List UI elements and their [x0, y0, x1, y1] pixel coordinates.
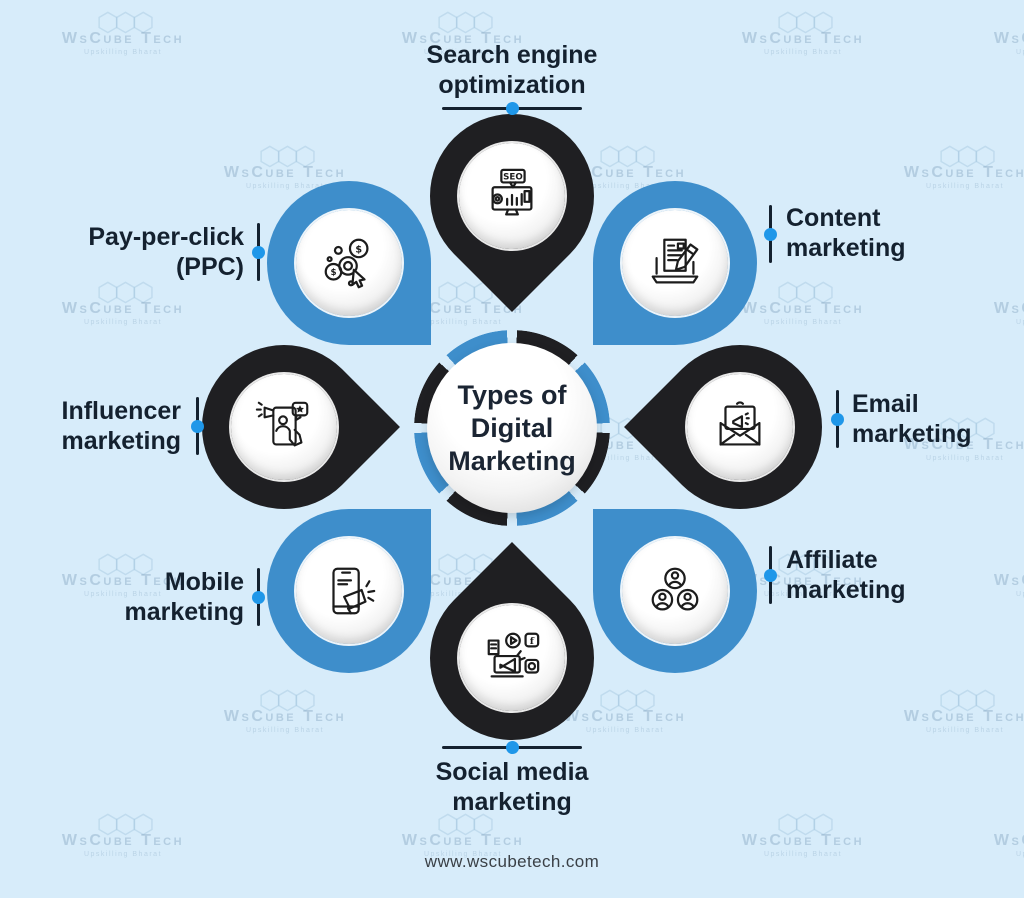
mobile-marketing-icon: [332, 567, 376, 615]
center-circle: Types of Digital Marketing: [427, 343, 597, 513]
watermark-tagline-text: Upskilling Bharat: [83, 49, 163, 56]
watermark-brand-text: WsCube Tech: [741, 832, 865, 849]
watermark-brand-text: WsCube Tech: [993, 572, 1024, 589]
svg-text:SEO: SEO: [503, 173, 523, 183]
label-pay-per-click: Pay-per-click (PPC): [88, 223, 244, 281]
watermark-tagline-text: Upskilling Bharat: [1015, 851, 1024, 858]
email-marketing-icon: [719, 401, 761, 446]
hexagon-pattern-icon: ⬡⬡⬡: [96, 809, 154, 839]
connector-dot-email: [830, 412, 844, 426]
watermark-tagline-text: Upskilling Bharat: [925, 727, 1005, 734]
connector-dot-social: [505, 740, 519, 754]
watermark-tagline-text: Upskilling Bharat: [763, 851, 843, 858]
icon-circle-ppc: $ $: [296, 210, 402, 316]
watermark-brand-text: WsCube Tech: [61, 832, 185, 849]
hexagon-pattern-icon: ⬡⬡⬡: [776, 809, 834, 839]
connector-dot-seo: [505, 101, 519, 115]
watermark-brand-text: WsCube Tech: [401, 832, 525, 849]
watermark-brand-text: WsCube Tech: [223, 708, 347, 725]
affiliate-marketing-icon: [651, 567, 699, 611]
watermark-brand-text: WsCube Tech: [993, 832, 1024, 849]
svg-text:$: $: [330, 268, 336, 278]
connector-dot-content: [763, 227, 777, 241]
watermark-tagline-text: Upskilling Bharat: [925, 455, 1005, 462]
hexagon-pattern-icon: ⬡⬡⬡: [436, 7, 494, 37]
connector-dot-influencer: [190, 419, 204, 433]
watermark-brand-text: WsCube Tech: [993, 300, 1024, 317]
watermark-brand-text: WsCube Tech: [993, 30, 1024, 47]
watermark-brand-text: WsCube Tech: [741, 30, 865, 47]
connector-dot-affiliate: [763, 568, 777, 582]
hexagon-pattern-icon: ⬡⬡⬡: [938, 685, 996, 715]
hexagon-pattern-icon: ⬡⬡⬡: [96, 7, 154, 37]
watermark-tagline-text: Upskilling Bharat: [245, 727, 325, 734]
watermark-tagline-text: Upskilling Bharat: [763, 49, 843, 56]
watermark-brand-text: WsCube Tech: [223, 164, 347, 181]
content-marketing-icon: [651, 238, 699, 284]
icon-circle-mobile: [296, 538, 402, 644]
label-email-marketing: Email marketing: [852, 390, 972, 448]
watermark-tagline-text: Upskilling Bharat: [1015, 319, 1024, 326]
label-search-engine-optimization: Search engine optimization: [426, 41, 598, 99]
hexagon-pattern-icon: ⬡⬡⬡: [96, 277, 154, 307]
watermark-tagline-text: Upskilling Bharat: [1015, 49, 1024, 56]
connector-dot-ppc: [251, 245, 265, 259]
social-media-marketing-icon: f: [487, 632, 540, 678]
icon-circle-email: [687, 374, 793, 480]
hexagon-pattern-icon: ⬡⬡⬡: [938, 141, 996, 171]
watermark-tagline-text: Upskilling Bharat: [1015, 591, 1024, 598]
watermark-tagline-text: Upskilling Bharat: [83, 851, 163, 858]
hexagon-pattern-icon: ⬡⬡⬡: [776, 7, 834, 37]
influencer-marketing-icon: [255, 401, 309, 447]
svg-text:$: $: [355, 244, 362, 255]
icon-circle-influencer: [231, 374, 337, 480]
icon-circle-seo: SEO: [459, 143, 565, 249]
watermark-brand-text: WsCube Tech: [61, 300, 185, 317]
label-mobile-marketing: Mobile marketing: [124, 568, 244, 626]
icon-circle-content: [622, 210, 728, 316]
hexagon-pattern-icon: ⬡⬡⬡: [950, 556, 1024, 572]
label-influencer-marketing: Influencer marketing: [61, 397, 181, 455]
watermark-brand-text: WsCube Tech: [903, 164, 1024, 181]
label-content-marketing: Content marketing: [786, 204, 906, 262]
icon-circle-affiliate: [622, 538, 728, 644]
footer-website-url: www.wscubetech.com: [424, 852, 600, 871]
watermark-tagline-text: Upskilling Bharat: [925, 183, 1005, 190]
connector-dot-mobile: [251, 590, 265, 604]
hexagon-pattern-icon: ⬡⬡⬡: [950, 816, 1024, 832]
hexagon-pattern-icon: ⬡⬡⬡: [950, 14, 1024, 30]
svg-text:f: f: [530, 636, 535, 647]
watermark-brand-text: WsCube Tech: [61, 30, 185, 47]
ppc-icon: $ $: [324, 238, 369, 289]
page-title: Types of Digital Marketing: [448, 379, 576, 476]
watermark-brand-text: WsCube Tech: [903, 708, 1024, 725]
hexagon-pattern-icon: ⬡⬡⬡: [258, 141, 316, 171]
hexagon-pattern-icon: ⬡⬡⬡: [258, 685, 316, 715]
hexagon-pattern-icon: ⬡⬡⬡: [436, 809, 494, 839]
hexagon-pattern-icon: ⬡⬡⬡: [950, 284, 1024, 300]
seo-icon: SEO: [491, 168, 533, 216]
icon-circle-social: f: [459, 605, 565, 711]
watermark-tagline-text: Upskilling Bharat: [83, 319, 163, 326]
label-affiliate-marketing: Affiliate marketing: [786, 546, 906, 604]
label-social-media-marketing: Social media marketing: [435, 758, 589, 816]
